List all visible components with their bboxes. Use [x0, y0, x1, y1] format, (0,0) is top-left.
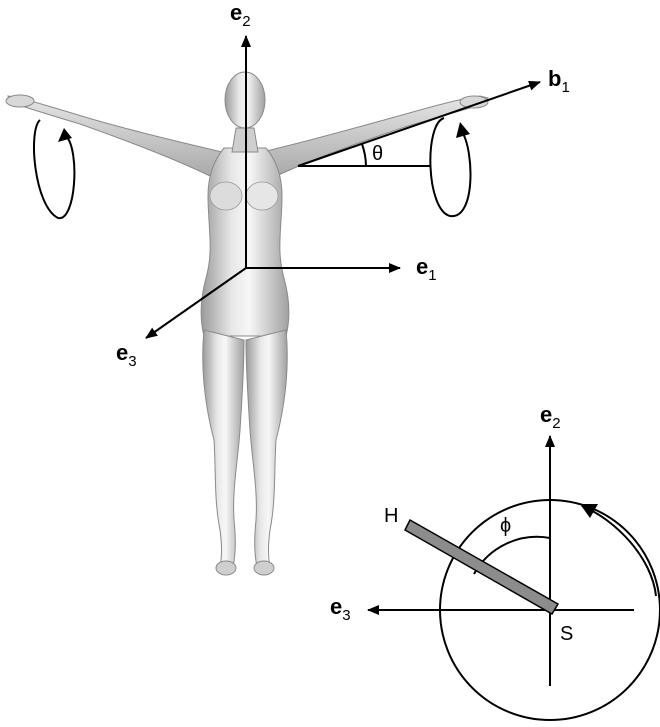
label-S: S — [560, 623, 573, 645]
arm-segment-HS — [405, 520, 558, 614]
axis-b1 — [298, 82, 540, 166]
label-e1: e1 — [416, 254, 437, 284]
label-b1: b1 — [548, 66, 570, 96]
label-e2-top: e2 — [230, 0, 251, 30]
chest-left — [210, 182, 242, 210]
right-foot — [254, 561, 274, 575]
theta-arc — [362, 144, 366, 166]
left-hand — [6, 95, 34, 107]
label-theta: θ — [372, 143, 383, 165]
label-e2-inset: e2 — [540, 402, 561, 432]
inset-diagram — [368, 436, 660, 720]
right-leg — [246, 330, 287, 572]
chest-right — [246, 182, 278, 210]
rotation-arrow-inset — [582, 506, 656, 596]
rotation-arrowhead-inset — [580, 504, 598, 518]
right-rotation-arrowhead — [456, 122, 470, 138]
label-e3-inset: e3 — [330, 594, 351, 624]
label-e3-body: e3 — [116, 340, 137, 370]
label-H: H — [384, 505, 398, 527]
left-foot — [216, 561, 236, 575]
left-arm — [8, 96, 222, 178]
left-leg — [203, 330, 244, 572]
label-phi: ϕ — [500, 515, 511, 537]
